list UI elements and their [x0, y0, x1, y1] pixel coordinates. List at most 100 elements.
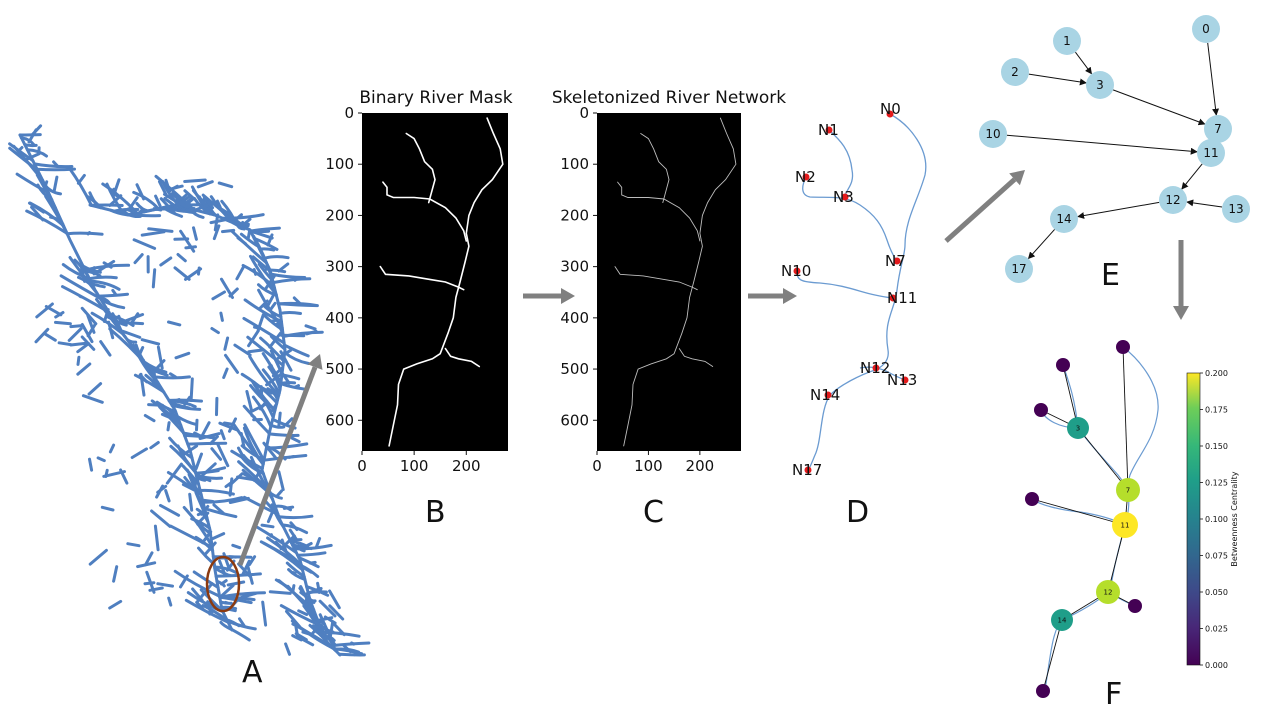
river-stream — [165, 462, 183, 485]
colorbar-tick-label: 0.100 — [1205, 515, 1228, 524]
river-stream — [241, 559, 251, 577]
arrow-d-to-e-head — [1009, 170, 1025, 186]
river-stream — [297, 609, 309, 616]
network-node-marker — [825, 126, 833, 134]
river-stream — [52, 175, 59, 192]
river-stream — [309, 560, 317, 565]
river-stream — [297, 544, 307, 550]
river-stream — [239, 432, 246, 449]
river-stream — [279, 350, 293, 372]
river-stream — [249, 229, 274, 240]
centrality-edge — [1122, 346, 1129, 491]
river-stream — [83, 263, 131, 272]
river-stream — [210, 327, 220, 335]
river-stream — [159, 256, 173, 267]
river-stream — [233, 343, 252, 357]
river-stream — [150, 509, 172, 528]
river-stream — [117, 314, 123, 324]
river-stream — [89, 279, 121, 291]
river-stream — [211, 290, 226, 301]
network-reach — [802, 176, 898, 262]
river-stream — [151, 268, 157, 289]
colorbar-tick-label: 0.125 — [1205, 479, 1228, 488]
river-stream — [152, 369, 157, 381]
river-stream — [221, 228, 236, 234]
graph-node — [1005, 255, 1033, 283]
centrality-node — [1056, 358, 1070, 372]
river-stream — [285, 561, 306, 579]
graph-node-label: 3 — [1096, 78, 1104, 92]
river-stream — [332, 622, 346, 637]
river-stream — [173, 569, 222, 598]
network-reach — [859, 366, 906, 381]
river-stream — [213, 213, 220, 232]
centrality-river-reach — [1122, 346, 1159, 491]
river-stream — [303, 587, 322, 597]
river-stream — [174, 351, 191, 360]
river-stream — [323, 615, 337, 625]
network-node-marker — [889, 294, 897, 302]
river-stream — [183, 178, 207, 183]
river-stream — [54, 320, 72, 326]
x-tick-label: 0 — [592, 457, 602, 475]
river-stream — [269, 335, 287, 351]
graph-node — [979, 120, 1007, 148]
river-stream — [247, 329, 260, 348]
x-tick-label: 200 — [452, 457, 481, 475]
river-stream — [219, 429, 226, 441]
river-stream — [86, 314, 96, 334]
network-node-label: N10 — [781, 262, 811, 280]
river-stream — [315, 537, 322, 549]
graph-node — [1053, 27, 1081, 55]
river-stream — [135, 183, 146, 201]
network-node-marker — [886, 110, 894, 118]
river-stream — [69, 341, 90, 347]
river-stream — [78, 294, 83, 299]
graph-node — [1204, 115, 1232, 143]
river-stream — [140, 230, 166, 237]
river-stream — [159, 197, 176, 215]
river-stream — [291, 634, 303, 642]
river-stream — [102, 308, 110, 323]
centrality-node — [1036, 684, 1050, 698]
river-stream — [158, 180, 169, 198]
river-stream — [125, 338, 138, 344]
river-stream — [35, 302, 54, 319]
river-stream — [147, 403, 164, 407]
river-stream — [250, 413, 256, 419]
graph-node-label: 7 — [1214, 122, 1222, 136]
river-stream — [199, 462, 217, 479]
river-stream — [246, 563, 254, 585]
centrality-node — [1116, 340, 1130, 354]
network-node-marker — [802, 173, 810, 181]
river-stream — [291, 584, 296, 594]
river-stream — [87, 275, 118, 281]
river-stream — [140, 338, 161, 346]
river-stream — [282, 505, 295, 510]
network-node-label: N1 — [818, 121, 839, 139]
river-stream — [195, 476, 207, 482]
river-stream — [8, 146, 40, 172]
river-channel — [617, 181, 701, 242]
river-stream — [27, 128, 38, 144]
river-stream — [153, 524, 160, 552]
river-channel — [640, 133, 670, 204]
panel-letter-f: F — [1105, 677, 1122, 712]
river-stream — [196, 180, 214, 189]
river-stream — [305, 329, 318, 336]
river-stream — [106, 315, 118, 323]
river-stream — [245, 390, 253, 412]
river-stream — [263, 266, 269, 273]
x-tick-label: 200 — [686, 457, 715, 475]
arrow-e-to-f-head — [1173, 306, 1189, 320]
graph-edges — [1006, 42, 1223, 260]
river-stream — [243, 423, 266, 462]
river-stream — [280, 373, 301, 381]
network-node-label: N3 — [833, 188, 854, 206]
graph-node — [1001, 58, 1029, 86]
graph-node — [1159, 186, 1187, 214]
river-stream — [32, 162, 74, 169]
river-stream — [127, 196, 139, 212]
colorbar-tick-label: 0.050 — [1205, 588, 1228, 597]
